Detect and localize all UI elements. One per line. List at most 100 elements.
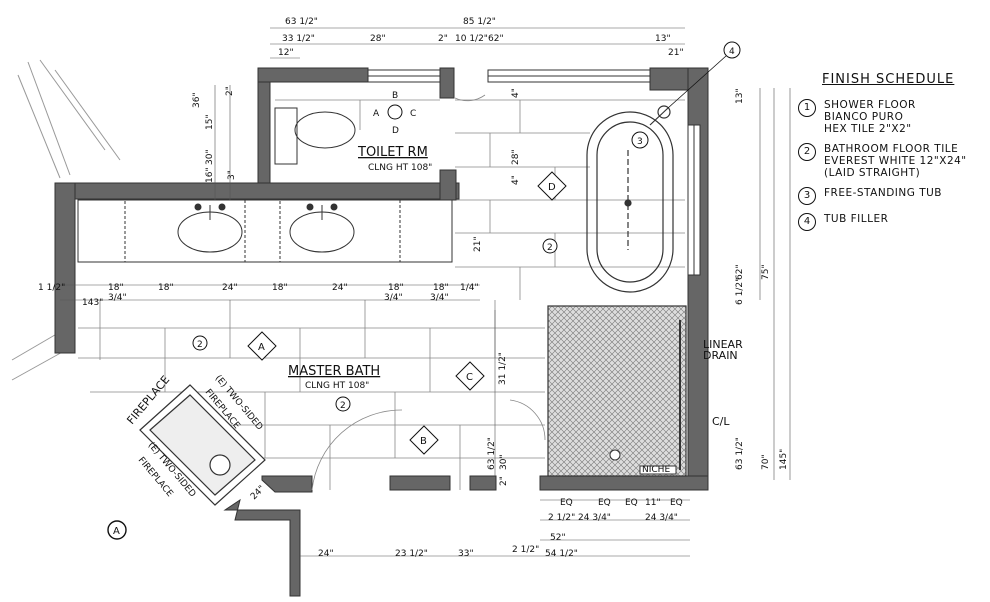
svg-text:16": 16" (205, 167, 215, 183)
finish-item-line: (LAID STRAIGHT) (824, 167, 921, 179)
finish-item-number: 2 (798, 143, 816, 161)
svg-text:62": 62" (488, 34, 504, 44)
svg-text:63 1/2": 63 1/2" (285, 17, 318, 27)
toilet-elevation-markers: B A C D (373, 91, 416, 136)
tag-floor-tile-2: 2 (542, 238, 558, 254)
svg-text:15": 15" (205, 114, 215, 130)
niche-label: NICHE (642, 465, 670, 475)
finish-item-3: 3 FREE-STANDING TUB (798, 187, 983, 205)
svg-text:63 1/2": 63 1/2" (735, 437, 745, 470)
svg-text:30": 30" (499, 454, 509, 470)
walls (54, 67, 709, 597)
svg-text:143": 143" (82, 298, 103, 308)
tag-filler-4: 4 (667, 41, 741, 109)
svg-text:2 1/2": 2 1/2" (548, 513, 575, 523)
finish-schedule-title: FINISH SCHEDULE (822, 72, 955, 87)
svg-text:52": 52" (550, 533, 566, 543)
linear-drain-label: LINEAR (703, 338, 743, 351)
svg-text:1/4": 1/4" (460, 283, 479, 293)
svg-text:70": 70" (761, 454, 771, 470)
svg-text:3/4": 3/4" (430, 293, 449, 303)
vanity-counter (77, 199, 453, 263)
svg-text:2: 2 (197, 340, 203, 350)
finish-item-number: 3 (798, 187, 816, 205)
svg-text:D: D (548, 182, 556, 193)
svg-text:24 3/4": 24 3/4" (645, 513, 678, 523)
svg-text:3/4": 3/4" (384, 293, 403, 303)
svg-text:2: 2 (547, 243, 553, 253)
svg-text:4": 4" (511, 88, 521, 98)
elevation-marker-a: A (247, 331, 277, 361)
svg-text:18": 18" (108, 283, 124, 293)
centerline-label: C/L (712, 415, 730, 428)
elevation-marker-d: D (537, 171, 567, 201)
svg-text:33 1/2": 33 1/2" (282, 34, 315, 44)
tag-tub-3: 3 (631, 131, 649, 149)
svg-text:3/4": 3/4" (108, 293, 127, 303)
svg-text:24": 24" (318, 549, 334, 559)
svg-text:28": 28" (370, 34, 386, 44)
svg-text:145": 145" (779, 449, 789, 470)
svg-text:A: A (258, 342, 265, 353)
toilet (274, 107, 356, 165)
tag-floor-tile-2: 2 (335, 396, 351, 412)
svg-text:6 1/2": 6 1/2" (735, 278, 745, 305)
svg-text:B: B (420, 436, 427, 447)
svg-text:23 1/2": 23 1/2" (395, 549, 428, 559)
svg-text:C: C (410, 109, 416, 119)
svg-text:33": 33" (458, 549, 474, 559)
svg-text:4": 4" (511, 175, 521, 185)
svg-text:3": 3" (227, 170, 237, 180)
svg-text:2": 2" (499, 476, 509, 486)
svg-text:18": 18" (158, 283, 174, 293)
svg-text:10 1/2": 10 1/2" (455, 34, 488, 44)
svg-text:63 1/2": 63 1/2" (487, 437, 497, 470)
finish-item-line: FREE-STANDING TUB (824, 187, 943, 199)
finish-item-line: BIANCO PURO (824, 111, 904, 123)
elevation-marker-b: B (409, 425, 439, 455)
door-swings (311, 94, 546, 491)
master-bath-label: MASTER BATH (288, 364, 380, 379)
svg-text:75": 75" (761, 264, 771, 280)
tag-floor-tile-2: 2 (192, 335, 208, 351)
finish-item-4: 4 TUB FILLER (798, 213, 983, 231)
toilet-room-label: TOILET RM (357, 145, 428, 160)
windows (367, 69, 701, 276)
svg-text:D: D (392, 126, 399, 136)
svg-text:12": 12" (278, 48, 294, 58)
fireplace (139, 384, 266, 506)
exterior-lines (11, 59, 121, 381)
finish-item-line: HEX TILE 2"X2" (824, 123, 912, 135)
svg-text:C: C (466, 372, 473, 383)
svg-text:24": 24" (332, 283, 348, 293)
svg-text:2": 2" (438, 34, 448, 44)
svg-text:28": 28" (511, 149, 521, 165)
svg-text:B: B (392, 91, 398, 101)
toilet-ceiling-label: CLNG HT 108" (368, 163, 432, 173)
svg-text:31 1/2": 31 1/2" (498, 352, 508, 385)
shower-area (547, 305, 687, 477)
finish-item-number: 4 (798, 213, 816, 231)
finish-item-number: 1 (798, 99, 816, 117)
free-standing-tub (586, 105, 674, 293)
svg-text:11": 11" (645, 498, 661, 508)
svg-text:36": 36" (192, 92, 202, 108)
svg-text:21": 21" (473, 236, 483, 252)
svg-text:54 1/2": 54 1/2" (545, 549, 578, 559)
svg-text:EQ: EQ (625, 498, 638, 508)
svg-text:62": 62" (735, 264, 745, 280)
finish-item-1: 1 SHOWER FLOOR BIANCO PURO HEX TILE 2"X2… (798, 99, 983, 135)
svg-text:3: 3 (637, 137, 643, 147)
svg-text:2": 2" (225, 86, 235, 96)
svg-text:24": 24" (249, 484, 267, 502)
elevation-marker-c: C (455, 361, 485, 391)
svg-text:4: 4 (729, 47, 735, 57)
svg-text:21": 21" (668, 48, 684, 58)
svg-text:2: 2 (340, 401, 346, 411)
finish-item-2: 2 BATHROOM FLOOR TILE EVEREST WHITE 12"X… (798, 143, 983, 179)
svg-text:18": 18" (272, 283, 288, 293)
svg-text:24 3/4": 24 3/4" (578, 513, 611, 523)
finish-item-line: TUB FILLER (824, 213, 889, 225)
svg-text:EQ: EQ (670, 498, 683, 508)
